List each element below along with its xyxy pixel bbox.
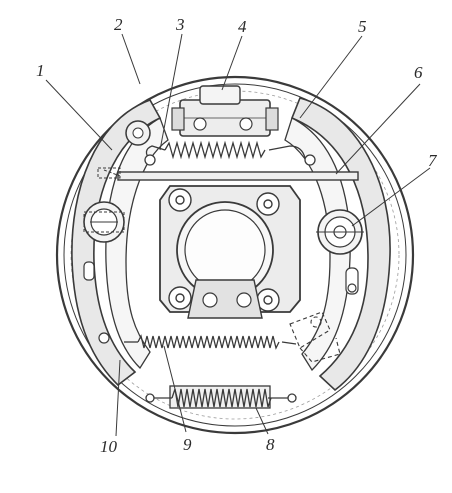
- right-adjuster: [316, 209, 364, 255]
- left-brake-shoe: [71, 99, 169, 387]
- callout-5: 5: [358, 17, 367, 36]
- callout-10: 10: [100, 437, 117, 456]
- left-adjuster: [83, 201, 125, 243]
- retaining-clips: [83, 261, 359, 295]
- upper-pin-left: [125, 120, 151, 146]
- callout-1: 1: [36, 61, 45, 80]
- right-brake-shoe: [284, 97, 391, 392]
- callout-6: 6: [414, 63, 423, 82]
- spacer-strut: [97, 167, 359, 181]
- callout-7: 7: [428, 151, 437, 170]
- callout-3: 3: [176, 15, 185, 34]
- wheel-cylinder: [171, 85, 279, 137]
- callout-8: 8: [266, 435, 275, 454]
- upper-return-spring: [144, 140, 316, 166]
- backing-plate: [55, 75, 415, 435]
- callout-2: 2: [114, 15, 123, 34]
- callout-9: 9: [183, 435, 192, 454]
- callout-4: 4: [238, 17, 247, 36]
- hub-flange: [159, 185, 301, 319]
- lower-return-spring: [145, 385, 297, 409]
- leader-lines: [45, 33, 431, 437]
- parking-brake-lever: [289, 311, 341, 363]
- lower-middle-spring: [124, 334, 297, 350]
